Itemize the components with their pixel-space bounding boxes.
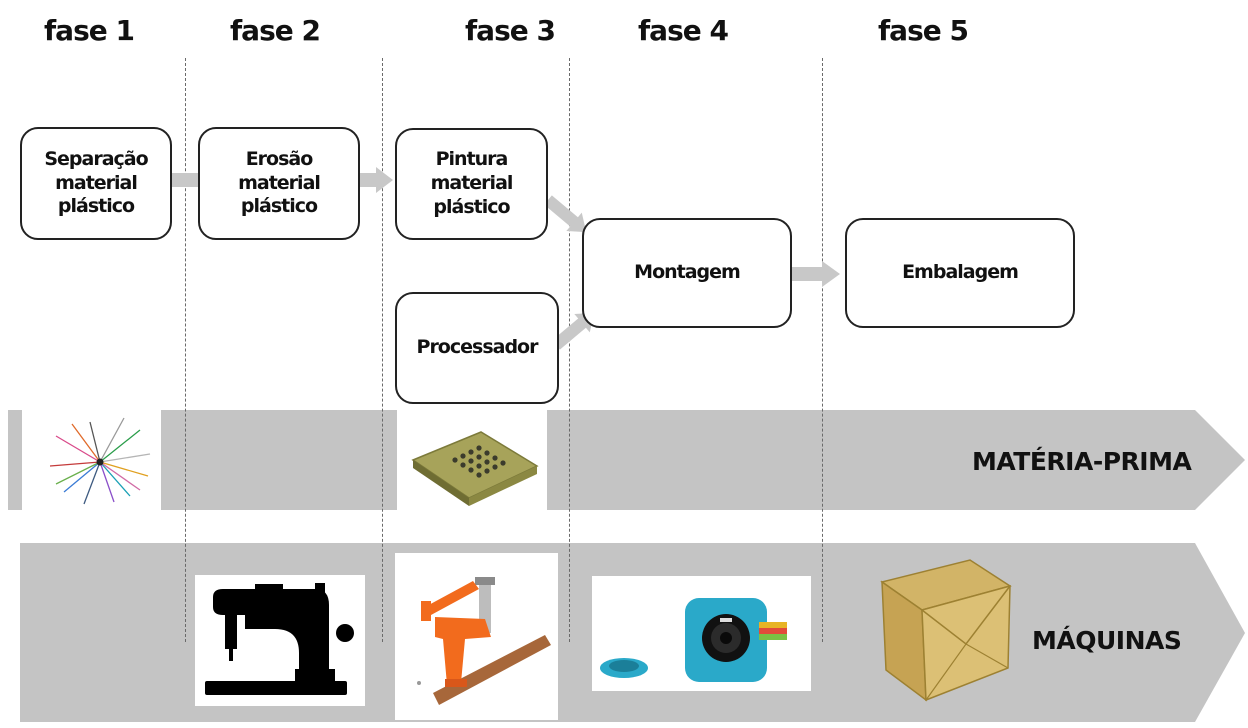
phase-separator <box>382 58 383 642</box>
cardboard-box-image <box>872 552 1020 707</box>
flow-arrow <box>790 261 840 287</box>
hand-press-image <box>395 553 558 720</box>
cardboard-box-icon <box>880 559 1012 702</box>
phase-separator <box>185 58 186 642</box>
cube-camera-icon <box>600 598 787 682</box>
phase-separator <box>822 58 823 642</box>
step-processador: Processador <box>395 292 559 404</box>
step-pintura: Pintura material plástico <box>395 128 548 240</box>
phase-separator <box>569 58 570 642</box>
materia-prima-band <box>8 410 1245 510</box>
step-embalagem: Embalagem <box>845 218 1075 328</box>
hand-press-icon <box>417 577 551 705</box>
materia-prima-label: MATÉRIA-PRIMA <box>972 447 1192 476</box>
step-montagem: Montagem <box>582 218 792 328</box>
step-erosao: Erosão material plástico <box>198 127 360 240</box>
maquinas-label: MÁQUINAS <box>1032 626 1182 655</box>
fibers-icon <box>49 417 151 505</box>
sewing-machine-icon <box>205 583 354 695</box>
flow-arrow <box>552 312 595 350</box>
phase-5-title: fase 5 <box>878 14 969 47</box>
step-separacao: Separação material plástico <box>20 127 172 240</box>
phase-4-title: fase 4 <box>638 14 729 47</box>
processor-chip-icon <box>411 431 539 506</box>
flow-arrow <box>544 195 587 233</box>
cube-camera-image <box>592 576 811 691</box>
phase-3-title: fase 3 <box>465 14 556 47</box>
processor-chip-image <box>397 410 547 514</box>
phase-1-title: fase 1 <box>44 14 135 47</box>
plastic-fibers-image <box>22 410 161 514</box>
phase-2-title: fase 2 <box>230 14 321 47</box>
sewing-machine-image <box>195 575 365 706</box>
